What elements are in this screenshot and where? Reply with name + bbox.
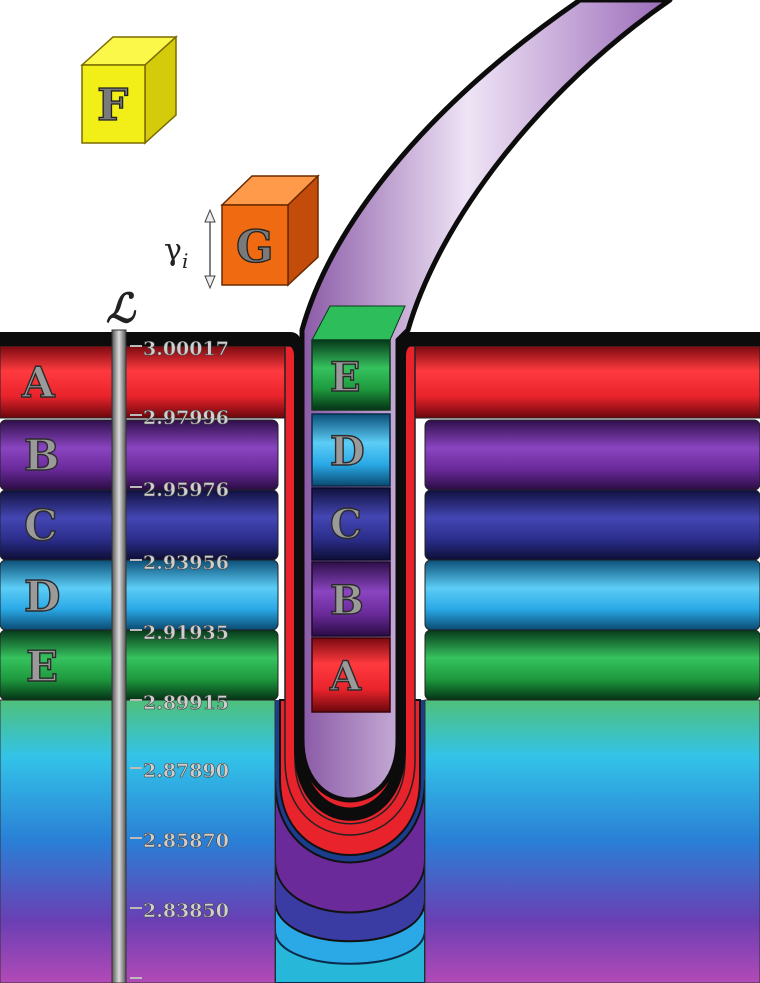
right-layer-d bbox=[424, 559, 760, 631]
cube-g bbox=[220, 174, 320, 287]
well-box-e bbox=[311, 339, 391, 411]
right-layer-b bbox=[424, 419, 760, 491]
well-box-b bbox=[311, 561, 391, 637]
cube-g-label: G bbox=[236, 222, 274, 273]
well-label-b: B bbox=[330, 577, 364, 624]
cube-f-label: F bbox=[97, 80, 128, 131]
well-label-a: A bbox=[329, 653, 362, 700]
well-box-d bbox=[311, 413, 391, 487]
axis-bar bbox=[111, 329, 127, 983]
layer-label-d: D bbox=[24, 572, 60, 621]
tick-label: 2.87890 bbox=[143, 760, 229, 782]
axis-tick-labels: 3.00017 2.97996 2.95976 2.93956 2.91935 … bbox=[143, 338, 230, 923]
cube-f bbox=[80, 35, 178, 145]
layer-label-e: E bbox=[26, 642, 58, 691]
right-layer-e bbox=[424, 629, 760, 701]
substrate-left-panel bbox=[0, 699, 276, 983]
well-label-d: D bbox=[330, 428, 365, 475]
tick-label: 2.83850 bbox=[143, 900, 229, 922]
tick-label: 2.97996 bbox=[143, 407, 229, 429]
right-layer-a bbox=[409, 345, 760, 419]
gamma-subscript: i bbox=[182, 249, 188, 273]
layer-label-a: A bbox=[21, 358, 56, 407]
layer-label-c: C bbox=[24, 501, 57, 550]
axis-symbol: ℒ bbox=[106, 285, 137, 332]
gamma-symbol: γi bbox=[164, 233, 188, 273]
well-box-a bbox=[311, 637, 391, 713]
tick-label: 2.95976 bbox=[143, 479, 229, 501]
gamma-base: γ bbox=[164, 233, 182, 268]
tick-label: 2.89915 bbox=[143, 692, 229, 714]
gamma-arrow bbox=[204, 208, 216, 290]
layer-label-b: B bbox=[24, 431, 60, 480]
well-stack bbox=[311, 305, 406, 713]
well-box-c bbox=[311, 487, 391, 561]
right-layer-c bbox=[424, 489, 760, 561]
tick-label: 2.93956 bbox=[143, 552, 229, 574]
tick-label: 2.85870 bbox=[143, 830, 229, 852]
substrate-right bbox=[424, 699, 760, 983]
axis-ticks bbox=[130, 345, 142, 979]
well-label-c: C bbox=[330, 501, 362, 548]
filler-tube bbox=[299, 0, 673, 803]
well-label-e: E bbox=[330, 354, 361, 401]
tick-label: 3.00017 bbox=[143, 338, 229, 360]
tick-label: 2.91935 bbox=[143, 622, 229, 644]
